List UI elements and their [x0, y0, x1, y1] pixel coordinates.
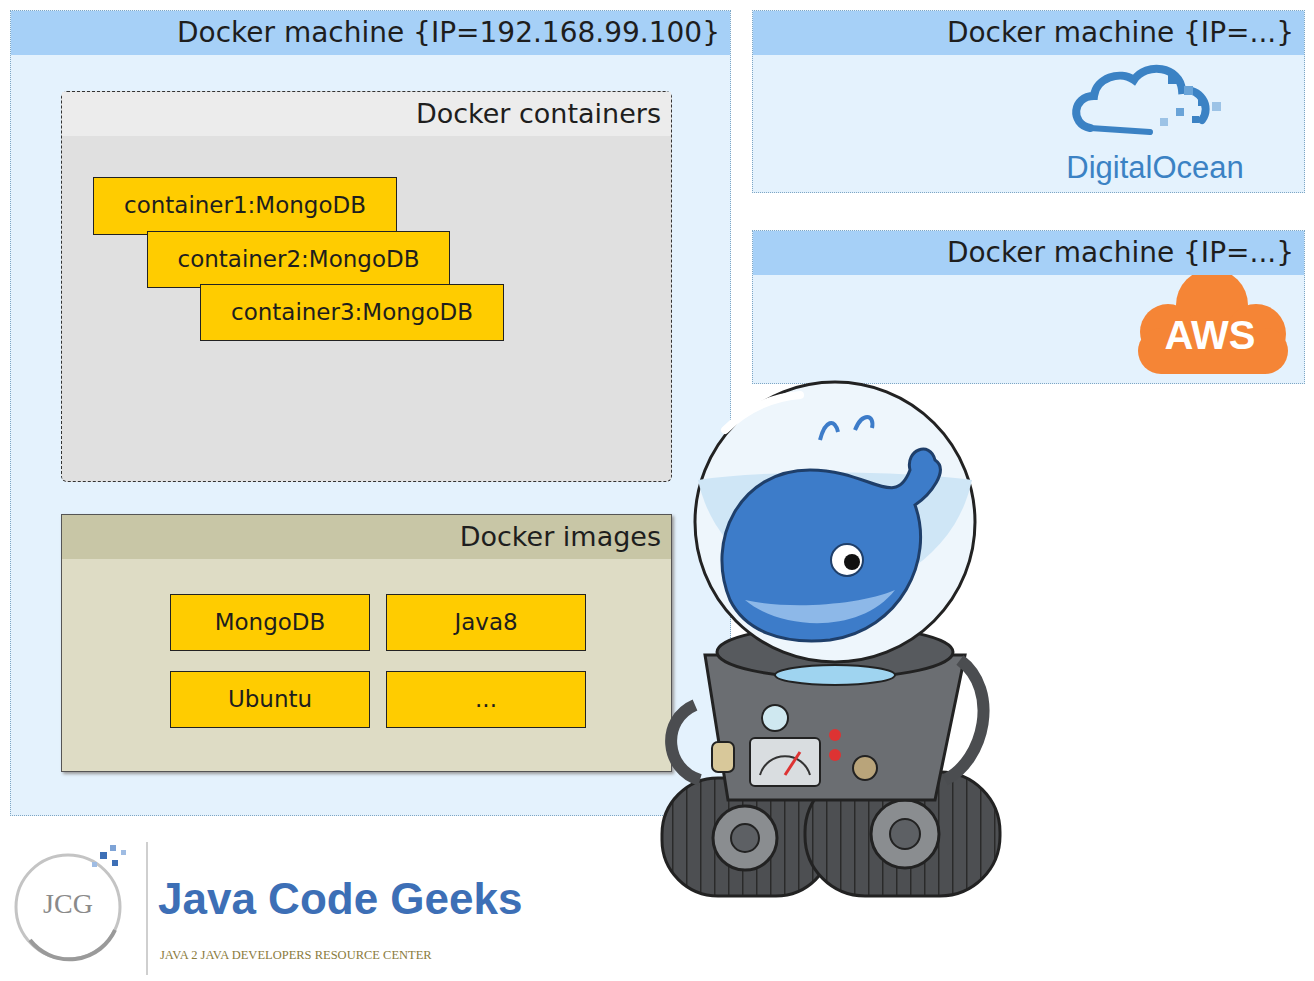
containers-group: container1:MongoDBcontainer2:MongoDBcont…	[61, 91, 672, 482]
image-box: Java8	[386, 594, 586, 651]
images-group: MongoDB Java8Ubuntu... Docker images	[61, 514, 672, 772]
machine-panel: container1:MongoDBcontainer2:MongoDBcont…	[10, 10, 731, 816]
provider-logo-text: AWS	[1150, 313, 1270, 358]
group-heading: Docker machine {IP=192.168.99.100}	[11, 11, 730, 55]
machine-panel: Docker machine {IP=...}	[752, 230, 1305, 384]
docker-robot-mascot	[731, 824, 759, 852]
jcg-logo	[146, 842, 148, 975]
box-label: container3:MongoDB	[201, 285, 503, 339]
digitalocean-logo	[1160, 118, 1168, 126]
digitalocean-logo	[1176, 108, 1184, 116]
aws-cloud	[1138, 269, 1288, 374]
jcg-logo	[110, 845, 116, 851]
box-label: MongoDB	[171, 595, 369, 649]
docker-robot-mascot	[945, 660, 984, 780]
watermark-tagline: JAVA 2 JAVA DEVELOPERS RESOURCE CENTER	[160, 948, 540, 963]
digitalocean-logo	[1076, 69, 1221, 132]
docker-robot-mascot	[717, 626, 953, 678]
group-heading: Docker machine {IP=...}	[753, 231, 1304, 275]
docker-robot-mascot	[705, 655, 965, 800]
digitalocean-logo	[1076, 69, 1205, 128]
docker-robot-mascot	[762, 705, 788, 731]
docker-robot-mascot	[760, 756, 810, 775]
jcg-logo	[112, 860, 118, 866]
container-box: container2:MongoDB	[147, 231, 450, 288]
docker-robot-mascot	[722, 449, 940, 641]
docker-robot-mascot	[805, 772, 1000, 896]
box-label: Ubuntu	[171, 672, 369, 726]
provider-logo-text: DigitalOcean	[1050, 150, 1260, 186]
docker-robot-mascot	[844, 554, 860, 570]
image-box: MongoDB	[170, 594, 370, 651]
docker-robot-mascot	[725, 395, 800, 430]
container-box: container1:MongoDB	[93, 177, 397, 235]
docker-robot-mascot	[698, 473, 972, 592]
box-label: container1:MongoDB	[94, 178, 396, 233]
docker-robot-mascot	[671, 705, 700, 780]
container-box: container3:MongoDB	[200, 284, 504, 341]
digitalocean-logo	[1090, 128, 1150, 132]
docker-robot-mascot	[785, 752, 800, 775]
digitalocean-logo	[1168, 74, 1178, 84]
jcg-logo	[30, 930, 115, 959]
group-heading: Docker machine {IP=...}	[753, 11, 1304, 55]
group-heading: Docker images	[62, 515, 671, 559]
docker-robot-mascot	[890, 819, 920, 849]
docker-robot-mascot	[831, 544, 863, 576]
docker-robot-mascot	[662, 382, 1000, 896]
watermark: Java Code Geeks	[158, 874, 538, 924]
digitalocean-logo	[1198, 98, 1206, 106]
docker-robot-mascot	[871, 800, 939, 868]
digitalocean-logo	[1212, 102, 1221, 111]
image-box: Ubuntu	[170, 671, 370, 728]
digitalocean-logo	[1192, 116, 1199, 123]
docker-robot-mascot	[829, 729, 841, 741]
aws-cloud	[1140, 304, 1196, 360]
box-label: ...	[387, 672, 585, 726]
jcg-logo	[92, 862, 97, 867]
aws-cloud	[1176, 269, 1248, 341]
digitalocean-logo	[1184, 86, 1193, 95]
watermark-logo: JCG	[26, 888, 110, 920]
docker-robot-mascot	[713, 806, 777, 870]
jcg-logo	[121, 850, 126, 855]
jcg-logo	[16, 855, 120, 959]
box-label: Java8	[387, 595, 585, 649]
docker-robot-mascot	[745, 590, 895, 623]
docker-robot-mascot	[853, 756, 877, 780]
box-label: container2:MongoDB	[148, 232, 449, 286]
image-box: ...	[386, 671, 586, 728]
docker-robot-mascot	[695, 382, 975, 662]
aws-cloud	[1138, 328, 1288, 374]
jcg-logo	[100, 852, 107, 859]
docker-robot-mascot	[829, 749, 841, 761]
jcg-logo	[16, 842, 147, 975]
docker-robot-mascot	[712, 742, 734, 772]
group-heading: Docker containers	[62, 92, 671, 136]
docker-robot-mascot	[750, 738, 820, 786]
docker-robot-mascot	[820, 417, 872, 440]
aws-cloud	[1226, 304, 1286, 364]
docker-robot-mascot	[775, 665, 895, 685]
docker-robot-mascot	[662, 778, 832, 896]
